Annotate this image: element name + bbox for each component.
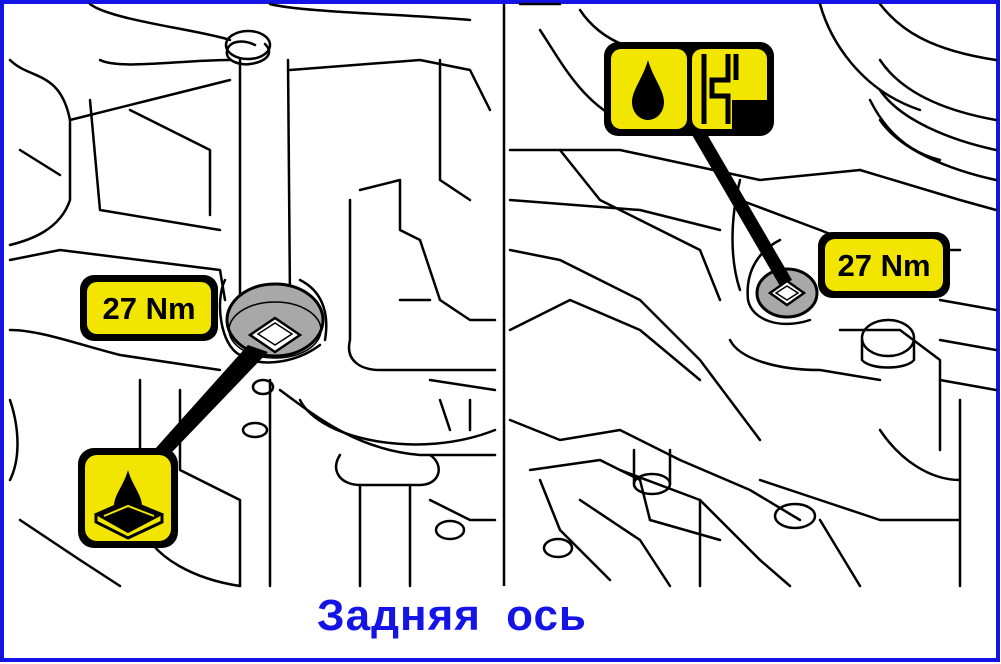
oil-fill-level-icon	[604, 42, 774, 136]
left-housing-drawing	[8, 2, 497, 588]
left-torque-label: 27 Nm	[80, 275, 218, 341]
right-torque-value: 27 Nm	[837, 248, 930, 283]
right-leader-line	[688, 122, 792, 286]
oil-drain-icon	[78, 448, 178, 548]
left-torque-value: 27 Nm	[102, 291, 195, 326]
diagram-title: Задняя ось	[317, 591, 587, 640]
left-drain-plug	[225, 282, 325, 359]
right-housing-drawing	[508, 2, 998, 588]
left-leader-line	[138, 345, 268, 475]
right-torque-label: 27 Nm	[818, 232, 950, 298]
